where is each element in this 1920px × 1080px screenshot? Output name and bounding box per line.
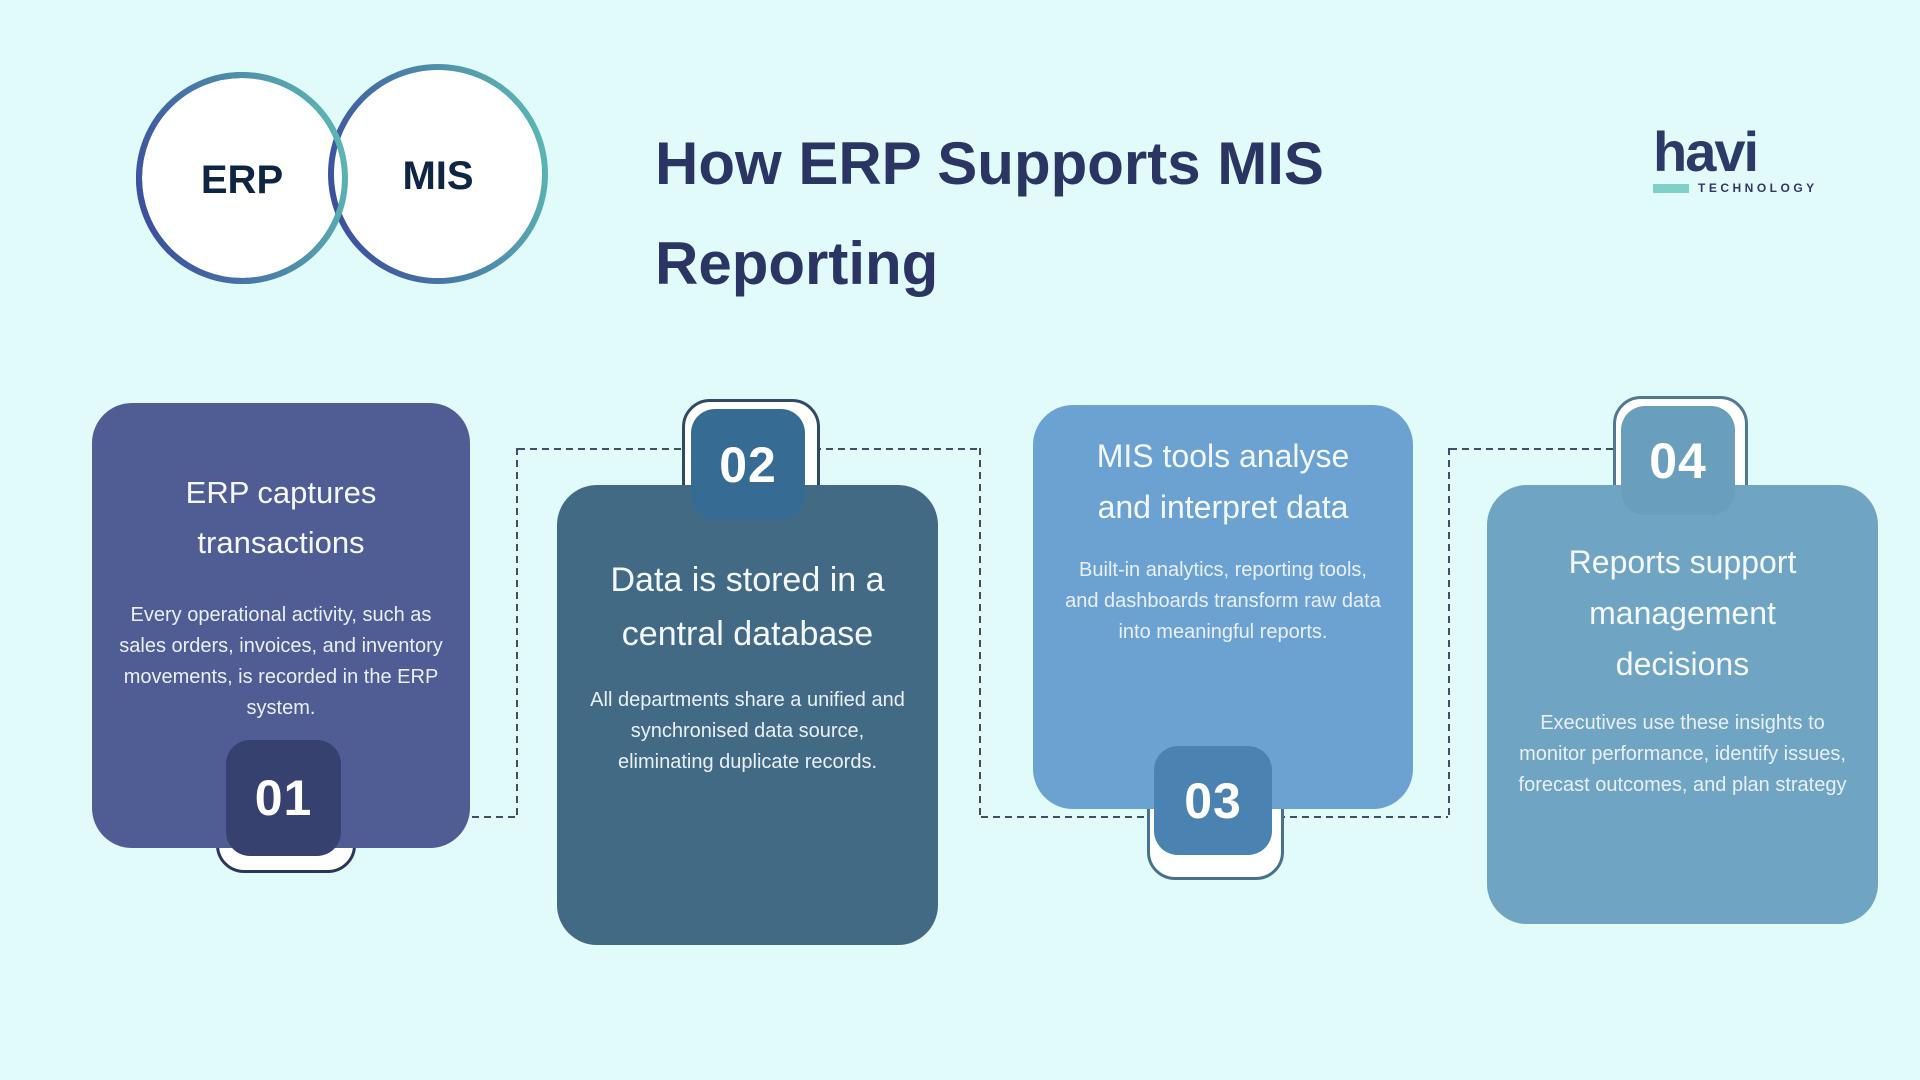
step-04-title: Reports support management decisions xyxy=(1568,544,1797,682)
step-02-description: All departments share a unified and sync… xyxy=(590,689,905,773)
erp-circle-label: ERP xyxy=(201,158,283,202)
step-04-number: 04 xyxy=(1649,432,1707,489)
connector-1-to-badge-02 xyxy=(518,448,683,450)
havi-logo-accent-bar xyxy=(1653,183,1689,193)
step-02-card: Data is stored in a central database All… xyxy=(557,485,938,945)
havi-logo: havi TECHNOLOGY xyxy=(1653,120,1818,195)
step-01-number: 01 xyxy=(254,770,313,826)
step-04-card: Reports support management decisions Exe… xyxy=(1487,485,1878,924)
step-02-title: Data is stored in a central database xyxy=(610,561,885,653)
connector-2-horizontal xyxy=(814,448,980,450)
page-title: How ERP Supports MIS Reporting xyxy=(655,130,1324,298)
connector-1-vertical xyxy=(516,448,518,818)
step-03-number: 03 xyxy=(1184,772,1242,829)
mis-circle-label: MIS xyxy=(402,154,473,198)
step-04-badge: 04 xyxy=(1621,406,1735,515)
erp-circle-outline xyxy=(136,72,348,284)
havi-logo-wordmark: havi xyxy=(1653,120,1759,183)
step-03-description: Built-in analytics, reporting tools, and… xyxy=(1065,559,1381,643)
step-03-badge: 03 xyxy=(1154,746,1272,855)
havi-logo-tagline: TECHNOLOGY xyxy=(1698,181,1818,195)
connector-3-horizontal xyxy=(1278,816,1448,818)
step-04-description: Executives use these insights to monitor… xyxy=(1518,712,1847,796)
step-02-number: 02 xyxy=(719,436,777,493)
step-02-badge: 02 xyxy=(691,409,805,520)
connector-2-to-badge-03 xyxy=(981,816,1147,818)
step-03-card: MIS tools analyse and interpret data Bui… xyxy=(1033,405,1413,809)
step-01-badge: 01 xyxy=(226,740,341,856)
connector-3-to-badge-04 xyxy=(1450,448,1613,450)
connector-3-vertical xyxy=(1448,448,1450,818)
step-01-title: ERP captures transactions xyxy=(185,475,377,560)
mis-circle xyxy=(328,64,548,284)
connector-2-vertical xyxy=(979,448,981,818)
step-03-title: MIS tools analyse and interpret data xyxy=(1096,438,1350,525)
erp-mis-venn-diagram: ERP MIS xyxy=(136,64,548,284)
step-01-description: Every operational activity, such as sale… xyxy=(119,604,443,719)
